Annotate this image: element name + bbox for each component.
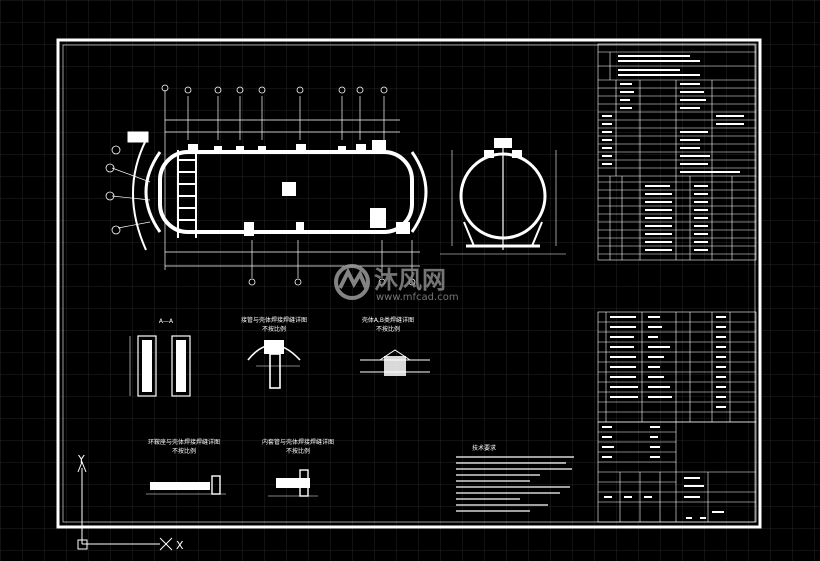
sheet-border [56, 38, 762, 529]
detail-d-scale: 不按比例 [172, 447, 196, 455]
detail-c-scale: 不按比例 [376, 325, 400, 333]
ucs-y-label: Y [77, 453, 85, 466]
ucs-axis-icon [77, 460, 173, 551]
vessel-front-view [105, 84, 428, 286]
detail-shell-weld [360, 349, 430, 376]
detail-e-label: 内套管与壳体焊接焊缝详图 [262, 438, 334, 446]
mfcad-logo-icon [334, 264, 370, 300]
detail-c-label: 壳体A,B类焊缝详图 [362, 316, 414, 324]
ucs-x-label: X [176, 539, 184, 552]
detail-nozzle-weld [247, 340, 301, 389]
detail-b-label: 接管与壳体焊接焊缝详图 [241, 316, 307, 324]
detail-d-label: 环鞍座与壳体焊接焊缝详图 [148, 438, 220, 446]
detail-inner-pipe-weld [268, 469, 318, 497]
detail-section-a [129, 335, 191, 397]
technical-notes-lines [456, 456, 574, 512]
mfcad-watermark: 沐风网 www.mfcad.com [334, 264, 459, 303]
technical-notes-title: 技术要求 [472, 444, 496, 452]
vessel-side-view [440, 138, 566, 255]
detail-a-label: A—A [159, 318, 174, 325]
design-parameter-table [597, 43, 757, 261]
detail-saddle-weld [146, 475, 226, 495]
detail-e-scale: 不按比例 [286, 447, 310, 455]
watermark-site: www.mfcad.com [376, 292, 459, 303]
watermark-brand: 沐风网 [374, 266, 446, 294]
title-block [597, 421, 757, 523]
parts-list-table [597, 311, 757, 423]
detail-b-scale: 不按比例 [262, 325, 286, 333]
